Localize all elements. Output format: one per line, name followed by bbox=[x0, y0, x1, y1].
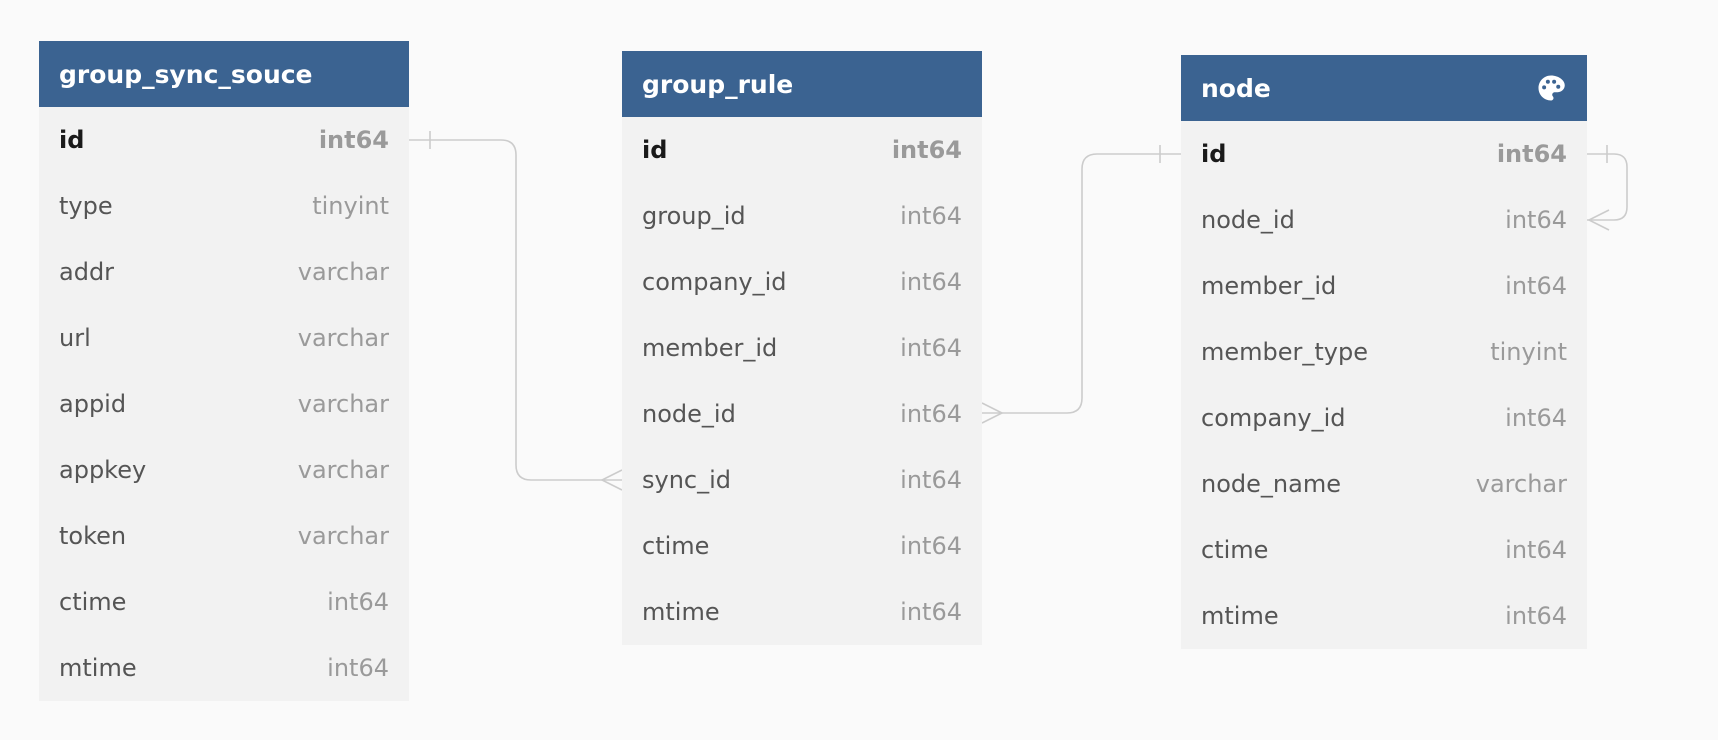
field-type: int64 bbox=[318, 126, 389, 154]
field-type: int64 bbox=[900, 202, 962, 230]
table-title: group_rule bbox=[642, 69, 794, 99]
field-type: int64 bbox=[900, 532, 962, 560]
field-type: varchar bbox=[1475, 470, 1567, 498]
field-name: url bbox=[59, 324, 91, 352]
field-row-node-name[interactable]: node_name varchar bbox=[1181, 451, 1587, 517]
field-name: mtime bbox=[642, 598, 720, 626]
field-name: id bbox=[1201, 140, 1227, 168]
connector-line bbox=[409, 139, 622, 481]
field-row-group-id[interactable]: group_id int64 bbox=[622, 183, 982, 249]
field-row-token[interactable]: token varchar bbox=[39, 503, 409, 569]
field-row-id[interactable]: id int64 bbox=[1181, 121, 1587, 187]
table-group-rule[interactable]: group_rule id int64 group_id int64 compa… bbox=[622, 51, 982, 645]
field-name: member_id bbox=[1201, 272, 1337, 300]
field-type: int64 bbox=[1505, 206, 1567, 234]
field-row-member-id[interactable]: member_id int64 bbox=[1181, 253, 1587, 319]
field-name: node_name bbox=[1201, 470, 1341, 498]
field-name: company_id bbox=[1201, 404, 1346, 432]
field-name: appkey bbox=[59, 456, 147, 484]
field-row-id[interactable]: id int64 bbox=[39, 107, 409, 173]
field-name: sync_id bbox=[642, 466, 732, 494]
field-row-ctime[interactable]: ctime int64 bbox=[1181, 517, 1587, 583]
field-name: ctime bbox=[642, 532, 710, 560]
many-marker bbox=[600, 469, 623, 491]
field-row-sync-id[interactable]: sync_id int64 bbox=[622, 447, 982, 513]
field-row-company-id[interactable]: company_id int64 bbox=[1181, 385, 1587, 451]
field-row-type[interactable]: type tinyint bbox=[39, 173, 409, 239]
field-type: varchar bbox=[297, 456, 389, 484]
field-row-mtime[interactable]: mtime int64 bbox=[39, 635, 409, 701]
field-row-mtime[interactable]: mtime int64 bbox=[622, 579, 982, 645]
relationship-node-to-group-rule[interactable] bbox=[981, 145, 1181, 424]
field-type: int64 bbox=[900, 400, 962, 428]
table-header[interactable]: node bbox=[1181, 55, 1587, 121]
field-type: int64 bbox=[900, 334, 962, 362]
field-type: int64 bbox=[1496, 140, 1567, 168]
field-name: node_id bbox=[642, 400, 736, 428]
field-type: int64 bbox=[900, 466, 962, 494]
field-name: company_id bbox=[642, 268, 787, 296]
many-marker bbox=[1587, 209, 1610, 231]
field-type: tinyint bbox=[312, 192, 389, 220]
field-row-company-id[interactable]: company_id int64 bbox=[622, 249, 982, 315]
table-header[interactable]: group_sync_souce bbox=[39, 41, 409, 107]
field-name: addr bbox=[59, 258, 115, 286]
table-header[interactable]: group_rule bbox=[622, 51, 982, 117]
field-type: int64 bbox=[1505, 602, 1567, 630]
field-type: int64 bbox=[1505, 272, 1567, 300]
field-name: ctime bbox=[1201, 536, 1269, 564]
field-name: appid bbox=[59, 390, 127, 418]
field-row-appkey[interactable]: appkey varchar bbox=[39, 437, 409, 503]
field-row-member-id[interactable]: member_id int64 bbox=[622, 315, 982, 381]
field-name: mtime bbox=[59, 654, 137, 682]
table-title: node bbox=[1201, 73, 1271, 103]
field-name: ctime bbox=[59, 588, 127, 616]
palette-icon[interactable] bbox=[1535, 72, 1567, 104]
table-node[interactable]: node id int64 node_id int64 member_id in… bbox=[1181, 55, 1587, 649]
field-row-node-id[interactable]: node_id int64 bbox=[1181, 187, 1587, 253]
field-row-addr[interactable]: addr varchar bbox=[39, 239, 409, 305]
connector-line bbox=[1587, 153, 1628, 221]
field-type: int64 bbox=[327, 654, 389, 682]
field-row-ctime[interactable]: ctime int64 bbox=[622, 513, 982, 579]
table-title: group_sync_souce bbox=[59, 59, 313, 89]
field-row-id[interactable]: id int64 bbox=[622, 117, 982, 183]
field-name: member_type bbox=[1201, 338, 1369, 366]
field-row-url[interactable]: url varchar bbox=[39, 305, 409, 371]
field-type: varchar bbox=[297, 522, 389, 550]
field-type: int64 bbox=[1505, 404, 1567, 432]
field-row-mtime[interactable]: mtime int64 bbox=[1181, 583, 1587, 649]
relationship-node-self-reference[interactable] bbox=[1587, 145, 1628, 231]
field-type: int64 bbox=[900, 268, 962, 296]
field-name: id bbox=[59, 126, 85, 154]
field-type: tinyint bbox=[1490, 338, 1567, 366]
field-type: int64 bbox=[327, 588, 389, 616]
field-row-ctime[interactable]: ctime int64 bbox=[39, 569, 409, 635]
field-type: int64 bbox=[900, 598, 962, 626]
field-row-member-type[interactable]: member_type tinyint bbox=[1181, 319, 1587, 385]
field-type: varchar bbox=[297, 390, 389, 418]
field-type: int64 bbox=[1505, 536, 1567, 564]
field-name: member_id bbox=[642, 334, 778, 362]
field-type: varchar bbox=[297, 324, 389, 352]
connector-line bbox=[982, 153, 1181, 414]
table-group-sync-souce[interactable]: group_sync_souce id int64 type tinyint a… bbox=[39, 41, 409, 701]
field-name: type bbox=[59, 192, 113, 220]
relationship-sync-source-to-group-rule[interactable] bbox=[409, 131, 623, 491]
field-type: int64 bbox=[891, 136, 962, 164]
field-row-node-id[interactable]: node_id int64 bbox=[622, 381, 982, 447]
field-name: group_id bbox=[642, 202, 746, 230]
field-name: id bbox=[642, 136, 668, 164]
field-name: token bbox=[59, 522, 127, 550]
many-marker bbox=[981, 402, 1004, 424]
field-type: varchar bbox=[297, 258, 389, 286]
field-name: mtime bbox=[1201, 602, 1279, 630]
field-name: node_id bbox=[1201, 206, 1295, 234]
field-row-appid[interactable]: appid varchar bbox=[39, 371, 409, 437]
